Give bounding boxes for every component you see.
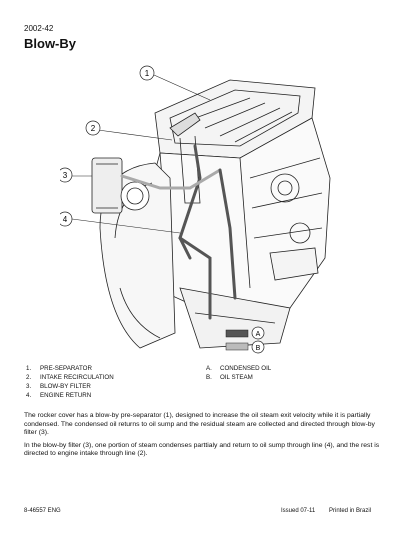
body-text: The rocker cover has a blow-by pre-separ… (24, 412, 386, 463)
callout-4: 4 (60, 211, 73, 227)
legend-lettered: A.CONDENSED OIL B.OIL STEAM (206, 364, 271, 382)
color-key: A B (225, 326, 265, 354)
footer-issued: Issued 07-11 (281, 508, 316, 514)
legend-item: A.CONDENSED OIL (206, 365, 272, 372)
legend-item: B.OIL STEAM (206, 374, 253, 381)
svg-text:1: 1 (145, 69, 150, 78)
key-label-b: B (256, 345, 261, 352)
oil-lines (120, 144, 237, 320)
paragraph: In the blow-by filter (3), one portion o… (24, 441, 380, 458)
page-code: 2002-42 (24, 24, 54, 33)
footer-doc-number: 8-46557 ENG (24, 508, 61, 514)
paragraph: The rocker cover has a blow-by pre-separ… (24, 412, 375, 437)
legend-item: 1.PRE-SEPARATOR (26, 365, 92, 372)
key-swatch-a (225, 329, 249, 338)
key-swatch-b (225, 342, 249, 351)
callout-3: 3 (60, 167, 73, 183)
callout-1: 1 (139, 65, 155, 81)
legend-numbered: 1.PRE-SEPARATOR 2.INTAKE RECIRCULATION 3… (26, 364, 114, 400)
legend-item: 4.ENGINE RETURN (26, 392, 92, 399)
page-footer: 8-46557 ENG Issued 07-11 Printed in Braz… (24, 508, 392, 518)
legend-item: 2.INTAKE RECIRCULATION (26, 374, 114, 381)
page-title: Blow-By (24, 36, 76, 51)
svg-text:4: 4 (63, 215, 68, 224)
engine-blow-by-illustration: 1 2 3 4 A B (60, 65, 331, 354)
key-label-a: A (256, 331, 261, 338)
callout-2: 2 (85, 120, 101, 136)
legend-item: 3.BLOW-BY FILTER (26, 383, 91, 390)
svg-text:3: 3 (63, 171, 68, 180)
footer-printed: Printed in Brazil (329, 508, 372, 514)
svg-text:2: 2 (91, 124, 96, 133)
